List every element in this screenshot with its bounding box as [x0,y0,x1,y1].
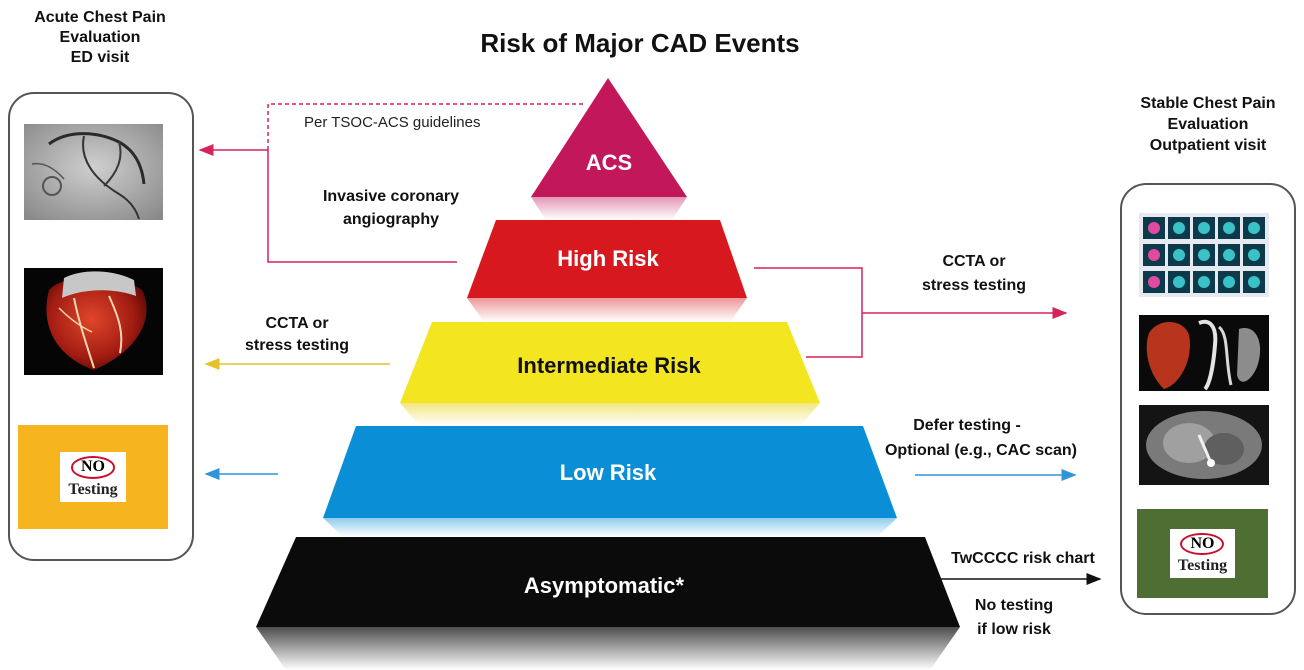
stable-heading-line-1: Stable Chest Pain [1140,95,1276,112]
low-risk-tier [323,426,897,518]
ct-scan-image [1139,405,1269,485]
myocardial-perfusion-image [1139,213,1269,297]
high-risk-label: High Risk [557,246,659,271]
no-testing-low-line-1: No testing [975,597,1053,614]
no-testing-low-line-2: if low risk [977,621,1051,638]
intermediate-risk-label: Intermediate Risk [517,353,701,378]
high-risk-left-connector [267,150,457,263]
acs-tier-reflection [531,197,687,220]
invasive-angiography-line-2: angiography [343,211,439,228]
intermediate-risk-reflection [400,403,820,426]
tsoc-guidelines-label: Per TSOC-ACS guidelines [304,114,480,131]
acute-heading-line-1: Acute Chest Pain [34,9,166,26]
low-risk-reflection [323,518,897,537]
ccta-3d-image [1139,315,1269,391]
acs-label: ACS [586,150,632,175]
stable-chest-pain-heading: Stable Chest Pain Evaluation Outpatient … [1110,94,1304,156]
ccta-left-line-1: CCTA or [265,315,328,332]
ccta-right-line-2: stress testing [922,277,1026,294]
angiogram-image [24,124,163,220]
no-testing-right-card: NO Testing [1169,528,1236,579]
asymptomatic-reflection [256,627,960,670]
ccta-right-line-1: CCTA or [942,253,1005,270]
stable-heading-line-3: Outpatient visit [1149,136,1267,154]
acute-heading-line-2: Evaluation [59,29,141,46]
stable-heading-line-2: Evaluation [1167,115,1249,133]
no-testing-left-card: NO Testing [60,452,126,502]
testing-label-right: Testing [1177,557,1228,575]
no-testing-left: NO Testing [18,425,168,529]
heart-3d-image [24,268,163,375]
acute-chest-pain-heading: Acute Chest Pain Evaluation ED visit [0,8,200,68]
no-badge-left: NO [70,456,115,479]
diagram-title: Risk of Major CAD Events [480,28,800,58]
ccta-left-line-2: stress testing [245,337,349,354]
no-testing-right: NO Testing [1137,509,1268,598]
high-risk-tier [467,220,747,298]
asymptomatic-label: Asymptomatic* [524,573,685,598]
no-badge-right: NO [1180,532,1225,556]
acute-heading-line-3: ED visit [70,49,130,66]
acs-tier [531,78,687,197]
defer-testing-line-2: Optional (e.g., CAC scan) [885,442,1077,459]
asymptomatic-tier [256,537,960,627]
intermediate-risk-tier [400,322,820,403]
low-risk-label: Low Risk [560,460,657,485]
tsoc-dashed-connector [267,103,583,150]
invasive-angiography-line-1: Invasive coronary [323,188,459,205]
defer-testing-line-1: Defer testing - [913,417,1021,434]
testing-label-left: Testing [68,480,118,498]
twcccc-risk-chart-label: TwCCCC risk chart [951,550,1095,567]
high-risk-reflection [467,298,747,322]
